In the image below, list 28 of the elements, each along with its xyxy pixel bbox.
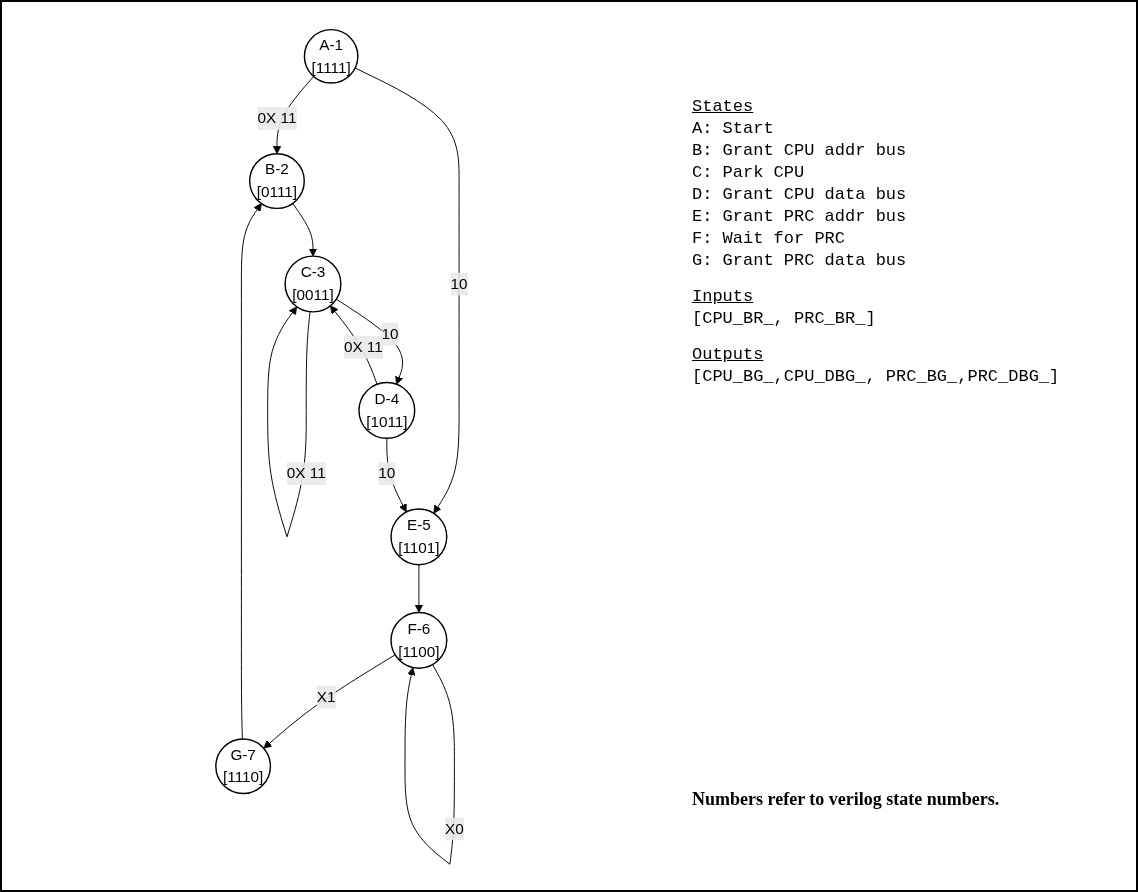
node-circle: G-7 [1110] <box>215 738 272 795</box>
edge-label: 0X 11 <box>287 465 326 482</box>
section-heading: States <box>692 96 755 118</box>
node-circle: F-6 [1100] <box>390 611 448 669</box>
edge-label: X0 <box>445 820 465 837</box>
node-circle: D-4 [1011] <box>358 381 416 439</box>
legend-entry: F: Wait for PRC <box>692 228 847 250</box>
node-circle: E-5 [1101] <box>390 508 448 566</box>
section-heading: Outputs <box>692 344 765 366</box>
legend-entry: C: Park CPU <box>692 162 806 184</box>
legend-entry: [CPU_BR_, PRC_BR_] <box>692 308 877 330</box>
node-circle: B-2 [0111] <box>249 153 306 210</box>
legend-entry: G: Grant PRC data bus <box>692 250 908 272</box>
edge-label: 10 <box>450 275 468 292</box>
edge-label: 0X 11 <box>257 109 297 127</box>
edge-label: 10 <box>378 465 396 482</box>
edge-label: X1 <box>316 688 336 705</box>
legend-entry: A: Start <box>692 118 775 140</box>
edge-label: 10 <box>381 325 399 342</box>
node-circle: C-3 [0011] <box>284 255 342 313</box>
legend-entry: [CPU_BG_,CPU_DBG_, PRC_BG_,PRC_DBG_] <box>692 366 1061 388</box>
footnote: Numbers refer to verilog state numbers. <box>692 788 1001 810</box>
section-heading: Inputs <box>692 286 755 308</box>
edge-label: 0X 11 <box>344 338 384 355</box>
legend-entry: D: Grant CPU data bus <box>692 184 908 206</box>
node-circle: A-1 [1111] <box>304 28 359 84</box>
legend-entry: B: Grant CPU addr bus <box>692 140 908 162</box>
legend-entry: E: Grant PRC addr bus <box>692 206 908 228</box>
